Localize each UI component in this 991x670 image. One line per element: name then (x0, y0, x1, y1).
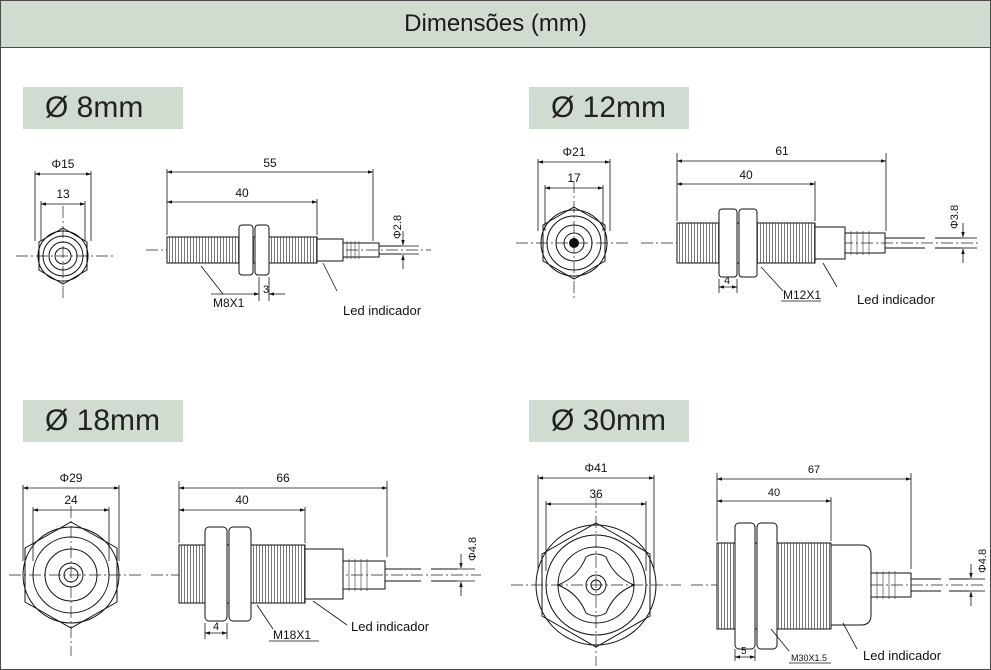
front-outer-12mm: Φ21 (563, 145, 586, 159)
led-label-18mm: Led indicador (351, 619, 430, 634)
drawing-12mm: Φ21 17 61 40 (516, 144, 981, 307)
label-8mm: Ø 8mm (23, 87, 183, 129)
nut-width-30mm: 5 (741, 646, 747, 657)
thread-length-8mm: 40 (235, 186, 249, 200)
total-length-8mm: 55 (263, 156, 277, 170)
cable-dia-8mm: Φ2.8 (392, 215, 404, 239)
front-inner-8mm: 13 (56, 187, 70, 201)
label-12mm: Ø 12mm (529, 87, 689, 129)
front-view-18mm: Φ29 24 (9, 471, 141, 656)
cable-dia-18mm: Φ4.8 (467, 537, 479, 561)
header-title: Dimensões (mm) (404, 10, 587, 37)
thread-length-30mm: 40 (768, 487, 780, 499)
thread-spec-12mm: M12X1 (783, 288, 821, 302)
front-outer-18mm: Φ29 (60, 471, 83, 485)
side-view-18mm: 66 40 Φ4.8 4 M18X1 Led indicador (151, 471, 481, 642)
drawing-30mm: Φ41 36 67 40 (511, 461, 989, 666)
thread-spec-30mm: M30X1.5 (791, 653, 827, 663)
front-view-12mm: Φ21 17 (516, 145, 631, 299)
dimensions-header: Dimensões (mm) (1, 1, 990, 48)
label-30mm: Ø 30mm (529, 400, 689, 442)
cable-dia-12mm: Φ3.8 (949, 205, 961, 229)
thread-length-18mm: 40 (235, 493, 249, 507)
front-view-8mm: Φ15 13 (16, 157, 113, 301)
nut-width-8mm: 3 (263, 284, 269, 296)
label-18mm: Ø 18mm (23, 400, 183, 442)
thread-length-12mm: 40 (739, 168, 753, 182)
led-label-8mm: Led indicador (343, 303, 422, 318)
front-inner-30mm: 36 (589, 487, 603, 501)
thread-spec-18mm: M18X1 (273, 628, 311, 642)
total-length-12mm: 61 (775, 144, 789, 158)
drawing-8mm: Φ15 13 55 40 (16, 156, 431, 318)
led-label-30mm: Led indicador (863, 648, 942, 663)
side-view-8mm: 55 40 Φ2.8 M8X1 3 Led indicador (146, 156, 431, 318)
total-length-30mm: 67 (808, 464, 820, 476)
drawing-18mm: Φ29 24 66 40 (9, 471, 481, 656)
side-view-12mm: 61 40 Φ3.8 4 M12X1 Led indicador (641, 144, 981, 307)
front-view-30mm: Φ41 36 (511, 461, 681, 666)
total-length-18mm: 66 (276, 471, 290, 485)
front-inner-12mm: 17 (567, 171, 581, 185)
led-label-12mm: Led indicador (857, 292, 936, 307)
front-outer-8mm: Φ15 (52, 157, 75, 171)
nut-width-12mm: 4 (724, 275, 730, 287)
front-outer-30mm: Φ41 (585, 461, 608, 475)
nut-width-18mm: 4 (213, 621, 219, 633)
thread-spec-8mm: M8X1 (213, 296, 245, 310)
side-view-30mm: 67 40 Φ4.8 5 M30X1.5 Led indicador (691, 464, 989, 664)
cable-dia-30mm: Φ4.8 (977, 549, 989, 573)
front-inner-18mm: 24 (64, 493, 78, 507)
